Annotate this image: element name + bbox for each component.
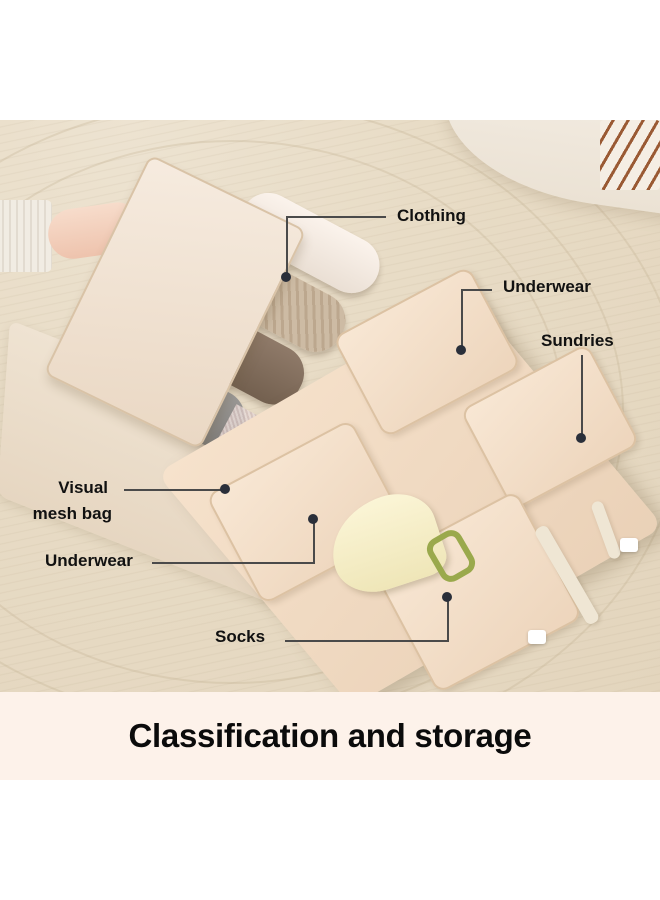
callout-dot [281, 272, 291, 282]
product-photo [0, 120, 660, 692]
callout-line [152, 562, 315, 564]
callout-line [286, 216, 288, 278]
callout-dot [456, 345, 466, 355]
callout-dot [442, 592, 452, 602]
callout-label-sundries: Sundries [541, 331, 614, 350]
callout-line [447, 597, 449, 642]
strap-buckle [620, 538, 638, 552]
callout-dot [576, 433, 586, 443]
sweater-sleeve [0, 200, 52, 272]
callout-dot [308, 514, 318, 524]
callout-line [461, 289, 463, 351]
callout-label-underwear-left: Underwear [45, 551, 133, 570]
striped-towel [600, 120, 660, 190]
callout-label-underwear-top: Underwear [503, 277, 591, 296]
rug-ring [0, 120, 624, 692]
callout-line [581, 355, 583, 439]
callout-line [461, 289, 492, 291]
callout-dot [220, 484, 230, 494]
strap-buckle [528, 630, 546, 644]
callout-label-mesh-line1: Visual [58, 478, 108, 497]
callout-line [285, 640, 449, 642]
callout-label-socks: Socks [215, 627, 266, 646]
caption-title: Classification and storage [128, 717, 532, 754]
callout-line [286, 216, 386, 218]
callout-label-mesh-line2: mesh bag [32, 504, 112, 523]
caption-band: Classification and storage [0, 692, 660, 780]
callout-line [313, 519, 315, 564]
callout-line [124, 489, 225, 491]
callout-label-clothing: Clothing [397, 206, 466, 225]
